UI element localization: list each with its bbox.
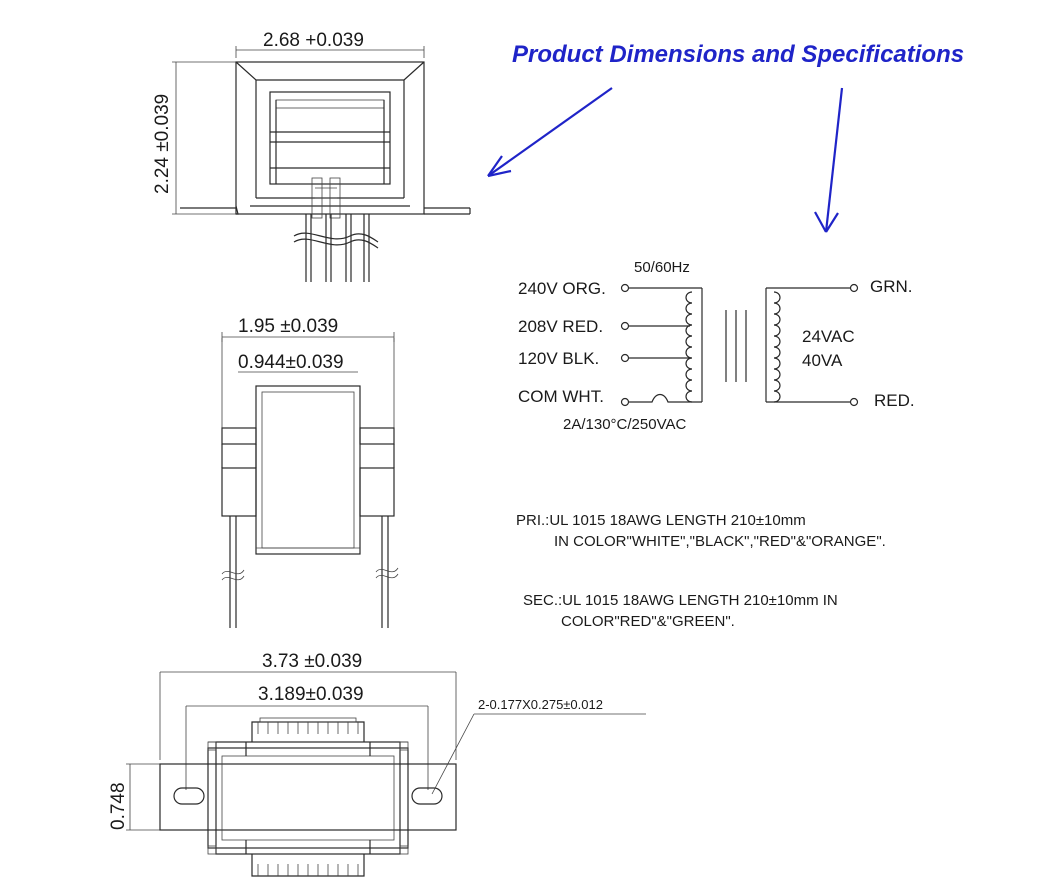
mounting-slot-right <box>411 787 443 805</box>
terminal-red <box>849 397 859 407</box>
arrow-to-schematic <box>824 87 844 233</box>
arrow-head-left <box>487 155 512 178</box>
hole-dim: 2-0.177X0.275±0.012 <box>478 697 603 712</box>
pri-spec-line1: PRI.:UL 1015 18AWG LENGTH 210±10mm <box>516 512 806 529</box>
terminal-240v <box>620 283 630 293</box>
primary-coil <box>685 291 693 403</box>
tap-240v-label: 240V ORG. <box>518 279 606 298</box>
hole-leader-line <box>431 713 475 795</box>
sec-spec-line1: SEC.:UL 1015 18AWG LENGTH 210±10mm IN <box>523 592 838 609</box>
frequency-label: 50/60Hz <box>634 259 690 276</box>
bottom-outer-dim: 3.73 ±0.039 <box>262 651 362 672</box>
schematic: 50/60Hz 240V ORG. 208V RED. 120V BLK. CO… <box>518 259 915 433</box>
secondary-top-label: GRN. <box>870 277 913 296</box>
arrow-head-down <box>814 211 839 233</box>
side-view: 1.95 ±0.039 0.944±0.039 <box>221 316 399 628</box>
secondary-power: 40VA <box>802 351 843 370</box>
bottom-height-dim: 0.748 <box>108 782 129 830</box>
fuse-label: 2A/130°C/250VAC <box>563 416 686 433</box>
terminal-grn <box>849 283 859 293</box>
terminal-208v <box>620 321 630 331</box>
specs: PRI.:UL 1015 18AWG LENGTH 210±10mm IN CO… <box>516 512 886 630</box>
tap-208v-label: 208V RED. <box>518 317 603 336</box>
side-inner-dim: 0.944±0.039 <box>238 352 344 373</box>
bottom-inner-dim: 3.189±0.039 <box>258 684 364 705</box>
pri-spec-line2: IN COLOR"WHITE","BLACK","RED"&"ORANGE". <box>554 533 886 550</box>
terminal-com <box>620 397 630 407</box>
secondary-coil <box>773 291 781 403</box>
bottom-view: 3.73 ±0.039 3.189±0.039 0.748 <box>108 651 646 877</box>
top-width-dim: 2.68 +0.039 <box>263 30 364 51</box>
secondary-bottom-label: RED. <box>874 391 915 410</box>
secondary-voltage: 24VAC <box>802 327 855 346</box>
top-view: 2.68 +0.039 2.24 ±0.039 <box>152 30 471 282</box>
tap-com-label: COM WHT. <box>518 387 604 406</box>
sec-spec-line2: COLOR"RED"&"GREEN". <box>561 613 735 630</box>
title-arrows <box>487 87 844 233</box>
tap-120v-label: 120V BLK. <box>518 349 599 368</box>
arrow-to-top-view <box>487 87 613 177</box>
page-title: Product Dimensions and Specifications <box>512 41 964 68</box>
terminal-120v <box>620 353 630 363</box>
mounting-slot-left <box>173 787 205 805</box>
top-view-leads <box>293 214 379 282</box>
side-outer-dim: 1.95 ±0.039 <box>238 316 338 337</box>
top-height-dim: 2.24 ±0.039 <box>152 94 173 194</box>
